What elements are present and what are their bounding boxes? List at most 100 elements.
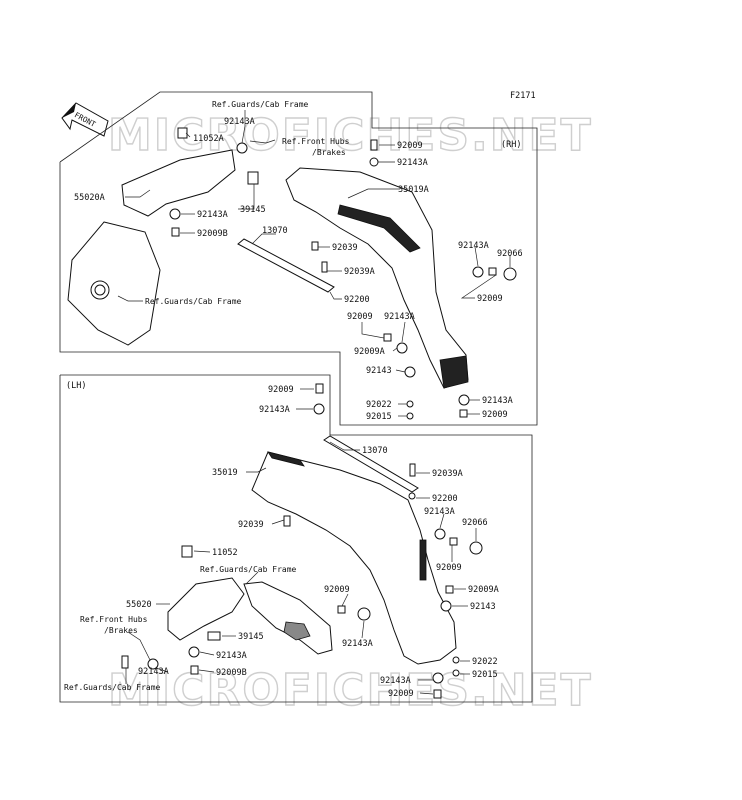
rh-nut-92015 — [406, 412, 414, 420]
rh-rivet-92039a — [321, 261, 328, 273]
rh-bolt-92009-3 — [383, 333, 392, 342]
lh-label-92009a: 92009A — [468, 585, 499, 595]
lh-ref-front-hubs-1: Ref.Front Hubs — [80, 615, 148, 624]
rh-strip-13070 — [237, 238, 335, 293]
rh-label-92009a: 92009A — [354, 347, 385, 357]
lh-label-39145: 39145 — [238, 632, 264, 642]
rh-label-92039: 92039 — [332, 243, 358, 253]
lh-clip-92039 — [283, 515, 291, 527]
rh-label-39145: 39145 — [240, 205, 266, 215]
lh-bolt-92009-1 — [315, 383, 324, 394]
rh-frame-outer — [59, 91, 538, 426]
rh-ref-guards-mid: Ref.Guards/Cab Frame — [145, 297, 242, 306]
lh-label-92066: 92066 — [462, 518, 488, 528]
rh-ref-front-hubs-2: /Brakes — [312, 148, 346, 157]
rh-bolt-92009-2 — [488, 267, 497, 276]
rh-label-92143a-2: 92143A — [397, 158, 428, 168]
rh-label-92039a: 92039A — [344, 267, 375, 277]
lh-rivet-92039a — [409, 463, 416, 477]
lh-label-92143a-1: 92143A — [259, 405, 290, 415]
lh-label-92022: 92022 — [472, 657, 498, 667]
rh-label-92066: 92066 — [497, 249, 523, 259]
rh-block-39145 — [247, 171, 259, 185]
rh-bolt-92009-1 — [370, 139, 378, 151]
rh-label-92009-1: 92009 — [397, 141, 423, 151]
rh-label-92143a-5: 92143A — [384, 312, 415, 322]
lh-ref-guards: Ref.Guards/Cab Frame — [200, 565, 297, 574]
lh-ref-front-hubs-2: /Brakes — [104, 626, 138, 635]
lh-ref-guards-bottom: Ref.Guards/Cab Frame — [64, 683, 161, 692]
rh-grommet-92143a-6 — [458, 394, 470, 406]
lh-grommet-92143a-1 — [313, 403, 325, 415]
rh-label-92143a-3: 92143A — [197, 210, 228, 220]
lh-label-92015: 92015 — [472, 670, 498, 680]
rh-label-92143a-4: 92143A — [458, 241, 489, 251]
lh-frame-outer — [59, 374, 533, 703]
lh-grommet-92143a-2 — [434, 528, 446, 540]
rh-label-92200: 92200 — [344, 295, 370, 305]
lh-label-11052: 11052 — [212, 548, 238, 558]
lh-bracket-55020 — [167, 577, 245, 641]
rh-label-92009b: 92009B — [197, 229, 228, 239]
rh-label-92009-3: 92009 — [347, 312, 373, 322]
lh-label-13070: 13070 — [362, 446, 388, 456]
rh-bracket-55020a — [121, 149, 236, 217]
lh-label-92200: 92200 — [432, 494, 458, 504]
watermark-top: MICROFICHES.NET — [108, 110, 593, 161]
rh-label-11052a: 11052A — [193, 134, 224, 144]
rh-guard-plate — [67, 221, 161, 346]
lh-label-92009b: 92009B — [216, 668, 247, 678]
rh-ref-front-hubs-1: Ref.Front Hubs — [282, 137, 350, 146]
lh-label-92039: 92039 — [238, 520, 264, 530]
lh-washer-92022 — [452, 656, 460, 664]
lh-label-92143a-4: 92143A — [216, 651, 247, 661]
lh-bolt-92009-2 — [449, 537, 458, 546]
rh-washer-92022 — [406, 400, 414, 408]
lh-section: (LH) — [59, 374, 533, 703]
lh-label-92143: 92143 — [470, 602, 496, 612]
rh-label-13070: 13070 — [262, 226, 288, 236]
rh-grommet-92143 — [404, 366, 416, 378]
lh-grommet-92143a-4 — [188, 646, 200, 658]
rh-label-92143a-1: 92143A — [224, 117, 255, 127]
lh-bolt-92009-3 — [337, 605, 346, 614]
lh-grommet-92143a-3 — [357, 607, 371, 621]
lh-fender-vent — [419, 539, 427, 581]
lh-block-39145 — [207, 631, 221, 641]
rh-section: (RH) — [59, 91, 538, 426]
lh-fender-trim — [267, 451, 305, 467]
lh-bolt-92009b — [190, 665, 199, 675]
rh-grommet-92143a-4 — [472, 266, 484, 278]
rh-label-55020a: 55020A — [74, 193, 105, 203]
rh-fender-tip — [439, 355, 469, 389]
rh-leaders — [117, 110, 511, 417]
rh-cap-92066 — [503, 267, 517, 281]
lh-grommet-92143a-6 — [147, 658, 159, 670]
lh-label-55020: 55020 — [126, 600, 152, 610]
lh-guard-cutout — [283, 621, 311, 641]
rh-label-92143a-6: 92143A — [482, 396, 513, 406]
rh-ref-guards-top: Ref.Guards/Cab Frame — [212, 100, 309, 109]
lh-label-92143a-6: 92143A — [138, 667, 169, 677]
lh-label-92009-3: 92009 — [324, 585, 350, 595]
rh-clip-92039 — [311, 241, 319, 251]
rh-grommet-92143a-2 — [369, 157, 379, 167]
lh-label-92009-4: 92009 — [388, 689, 414, 699]
lh-bolt-92009a — [445, 585, 454, 594]
rh-label-92022: 92022 — [366, 400, 392, 410]
lh-side-label: (LH) — [66, 381, 86, 391]
rh-label-92009-4: 92009 — [482, 410, 508, 420]
rh-bolt-92009b — [171, 227, 180, 237]
rh-grommet-92143a-1 — [236, 142, 248, 154]
lh-nut-92015 — [452, 669, 460, 677]
lh-label-92143a-3: 92143A — [342, 639, 373, 649]
lh-fender-35019 — [251, 451, 457, 665]
rh-guard-hole-inner — [94, 284, 106, 296]
lh-clip-11052 — [181, 545, 193, 558]
lh-label-35019: 35019 — [212, 468, 238, 478]
lh-leaders — [125, 388, 477, 695]
lh-pin-ref-guards — [121, 655, 129, 669]
lh-cap-92066 — [469, 541, 483, 555]
front-arrow-icon: FRONT — [61, 102, 109, 137]
